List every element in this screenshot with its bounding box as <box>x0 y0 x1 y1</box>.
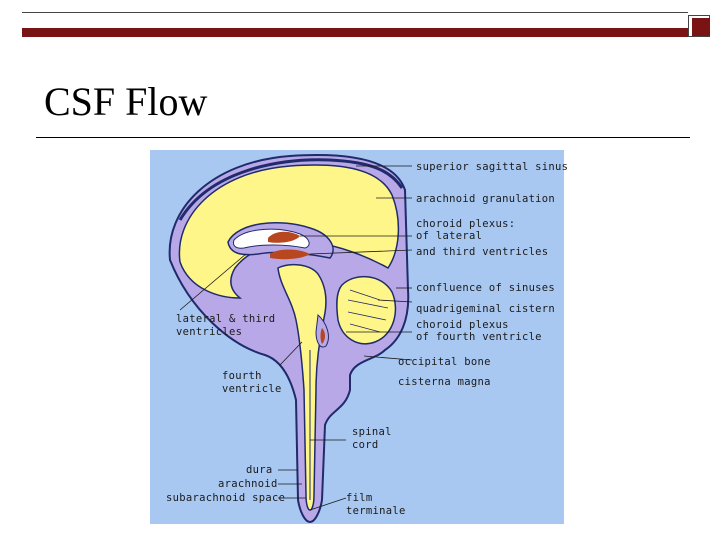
label-fourth-ventricle-1: fourth <box>222 370 262 382</box>
label-superior-sagittal-sinus: superior sagittal sinus <box>416 161 569 173</box>
header-square-filled <box>692 18 710 36</box>
label-choroid-plexus-fourth-2: of fourth ventricle <box>416 331 542 343</box>
label-choroid-plexus-lateral-2: of lateral <box>416 230 483 242</box>
choroid-plexus-fourth <box>320 328 325 344</box>
label-filum-terminale-2: terminale <box>346 505 406 517</box>
slide-title: CSF Flow <box>44 79 208 124</box>
brain-sagittal-illustration <box>168 154 413 524</box>
label-lateral-third-ventricles-2: ventricles <box>176 326 243 338</box>
label-spinal-cord-2: cord <box>352 439 379 451</box>
superior-sagittal-sinus <box>178 158 404 221</box>
choroid-plexus-third <box>270 249 310 260</box>
label-cisterna-magna: cisterna magna <box>398 376 491 388</box>
choroid-plexus-lateral <box>268 231 300 243</box>
csf-flow-diagram: superior sagittal sinus arachnoid granul… <box>150 150 568 524</box>
label-quadrigeminal-cistern: quadrigeminal cistern <box>416 303 556 315</box>
label-arachnoid: arachnoid <box>218 478 278 490</box>
label-choroid-plexus-lateral-3: and third ventricles <box>416 246 549 258</box>
label-leader-lines <box>179 165 413 511</box>
brainstem-spinal-cord <box>277 263 327 511</box>
title-divider <box>36 137 690 138</box>
label-spinal-cord-1: spinal <box>352 426 392 438</box>
label-subarachnoid-space: subarachnoid space <box>166 492 286 504</box>
cerebellum <box>336 275 397 345</box>
label-filum-terminale-1: film <box>346 492 373 504</box>
label-choroid-plexus-lateral-1: choroid plexus: <box>416 218 516 230</box>
label-dura: dura <box>246 464 273 476</box>
label-confluence-of-sinuses: confluence of sinuses <box>416 282 556 294</box>
label-fourth-ventricle-2: ventricle <box>222 383 282 395</box>
label-choroid-plexus-fourth-1: choroid plexus <box>416 319 509 331</box>
slide-header-bar <box>22 12 712 40</box>
header-band <box>22 28 688 37</box>
label-arachnoid-granulation: arachnoid granulation <box>416 193 556 205</box>
cerebellum-folia <box>347 289 389 333</box>
label-lateral-third-ventricles-1: lateral & third <box>176 313 276 325</box>
label-occipital-bone: occipital bone <box>398 356 491 368</box>
